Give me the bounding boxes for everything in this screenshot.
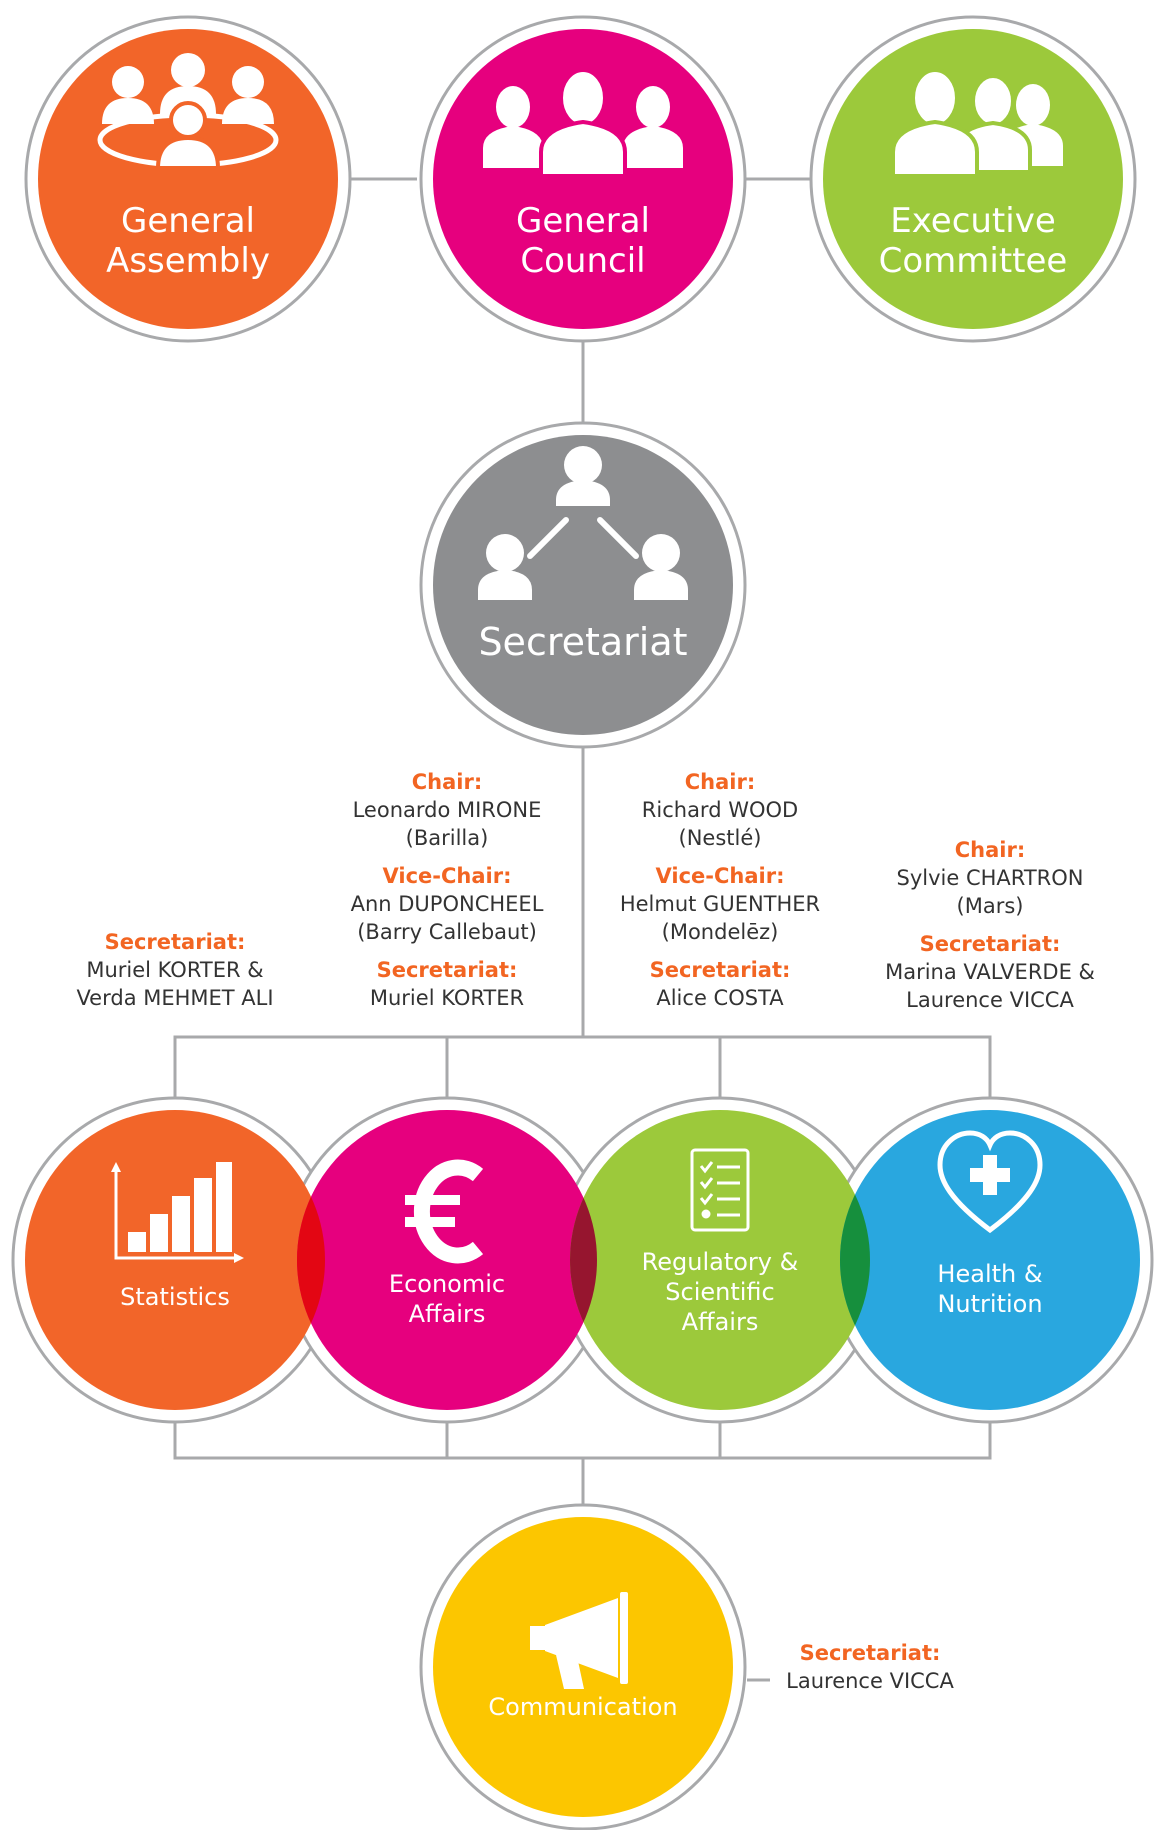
statistics-circle <box>25 1110 325 1410</box>
health-nutrition-circle <box>840 1110 1140 1410</box>
regulatory-circle <box>570 1110 870 1410</box>
communication-node: Communication <box>419 1503 747 1830</box>
statistics-secretariat-name: Muriel KORTER & <box>86 958 264 982</box>
committee-icon <box>891 68 1063 178</box>
regulatory-secretariat-role: Secretariat: <box>649 958 791 982</box>
economic-affairs-line1: Economic <box>389 1270 505 1298</box>
general-council-line2: Council <box>520 241 645 281</box>
executive-committee-line1: Executive <box>890 201 1056 241</box>
general-council-line1: General <box>516 201 650 241</box>
economic-chair-role: Chair: <box>411 770 483 794</box>
regulatory-chair-role: Chair: <box>684 770 756 794</box>
euro-icon <box>405 1159 484 1264</box>
regulatory-chair-name: Richard WOOD <box>641 798 799 822</box>
economic-affairs-line2: Affairs <box>409 1300 486 1328</box>
health-nutrition-line1: Health & <box>937 1260 1042 1288</box>
bar-chart-icon <box>111 1162 244 1263</box>
regulatory-info: Chair: Richard WOOD (Nestlé) Vice-Chair:… <box>585 768 855 1012</box>
health-nutrition-info: Chair: Sylvie CHARTRON (Mars) Secretaria… <box>855 836 1125 1014</box>
regulatory-line3: Affairs <box>682 1308 759 1336</box>
communication-label: Communication <box>488 1693 677 1721</box>
health-chair-role: Chair: <box>954 838 1026 862</box>
economic-secretariat-name: Muriel KORTER <box>369 986 525 1010</box>
economic-affairs-info: Chair: Leonardo MIRONE (Barilla) Vice-Ch… <box>307 768 587 1012</box>
statistics-info: Secretariat: Muriel KORTER & Verda MEHME… <box>40 928 310 1012</box>
health-chair-org: (Mars) <box>956 894 1024 918</box>
economic-vice-chair-org: (Barry Callebaut) <box>357 920 537 944</box>
regulatory-line2: Scientific <box>665 1278 774 1306</box>
economic-chair-org: (Barilla) <box>405 826 489 850</box>
network-icon <box>478 446 688 600</box>
secretariat-node: Secretariat <box>419 421 747 749</box>
regulatory-vice-chair-role: Vice-Chair: <box>655 864 785 888</box>
statistics-secretariat-name2: Verda MEHMET ALI <box>76 986 274 1010</box>
economic-chair-name: Leonardo MIRONE <box>352 798 542 822</box>
health-nutrition-line2: Nutrition <box>937 1290 1042 1318</box>
regulatory-vice-chair-org: (Mondelēz) <box>661 920 779 944</box>
connectors <box>173 177 992 1682</box>
communication-secretariat-name: Laurence VICCA <box>786 1669 954 1693</box>
general-assembly-node: General Assembly <box>24 15 352 343</box>
communication-secretariat-role: Secretariat: <box>799 1641 941 1665</box>
statistics-label: Statistics <box>120 1283 230 1311</box>
economic-vice-chair-role: Vice-Chair: <box>382 864 512 888</box>
general-assembly-line2: Assembly <box>106 241 270 281</box>
regulatory-chair-org: (Nestlé) <box>678 826 762 850</box>
economic-vice-chair-name: Ann DUPONCHEEL <box>350 892 544 916</box>
health-secretariat-name2: Laurence VICCA <box>906 988 1074 1012</box>
executive-committee-node: Executive Committee <box>809 15 1137 343</box>
regulatory-line1: Regulatory & <box>642 1248 799 1276</box>
checklist-icon <box>690 1148 750 1232</box>
megaphone-icon <box>530 1592 628 1689</box>
assembly-icon <box>97 53 279 170</box>
executive-committee-line2: Committee <box>879 241 1068 281</box>
general-council-node: General Council <box>419 15 747 343</box>
regulatory-secretariat-name: Alice COSTA <box>656 986 784 1010</box>
economic-secretariat-role: Secretariat: <box>376 958 518 982</box>
council-icon <box>483 68 683 178</box>
health-secretariat-role: Secretariat: <box>919 932 1061 956</box>
health-chair-name: Sylvie CHARTRON <box>896 866 1084 890</box>
health-secretariat-name: Marina VALVERDE & <box>885 960 1095 984</box>
general-assembly-line1: General <box>121 201 255 241</box>
statistics-secretariat-role: Secretariat: <box>104 930 246 954</box>
communication-info: Secretariat: Laurence VICCA <box>760 1639 980 1695</box>
heart-cross-icon <box>937 1130 1043 1234</box>
secretariat-label: Secretariat <box>478 620 687 664</box>
regulatory-vice-chair-name: Helmut GUENTHER <box>619 892 821 916</box>
